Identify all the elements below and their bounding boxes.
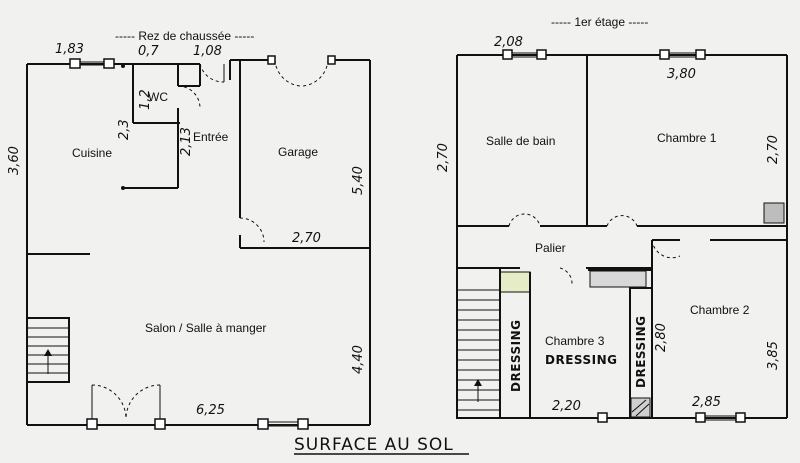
dim-2-20: 2,20 (552, 399, 581, 414)
room-label-chambre-3: Chambre 3 (545, 334, 605, 348)
dim-2-13: 2,13 (179, 127, 194, 156)
dim-1-83: 1,83 (55, 42, 84, 57)
dim-6-25: 6,25 (196, 403, 225, 418)
first-floor-plan: ----- 1er étage ----- (436, 15, 788, 423)
dim-4-40: 4,40 (351, 345, 366, 374)
room-label-wc: WC (148, 90, 168, 104)
room-label-entree: Entrée (193, 130, 229, 144)
dim-2-70-left: 2,70 (436, 143, 451, 172)
first-floor-heading: ----- 1er étage ----- (551, 15, 648, 29)
dim-1-2: 1,2 (138, 89, 153, 110)
dim-3-60: 3,60 (7, 146, 22, 175)
dim-3-80: 3,80 (667, 67, 696, 82)
room-label-chambre-1: Chambre 1 (657, 131, 717, 145)
room-label-salon: Salon / Salle à manger (145, 321, 266, 335)
plan-title: SURFACE AU SOL (294, 435, 454, 455)
dim-2-80: 2,80 (654, 323, 669, 352)
dim-5-40: 5,40 (351, 166, 366, 195)
room-label-palier: Palier (535, 241, 566, 255)
ground-floor-plan: ----- Rez de chaussée ----- (7, 29, 371, 430)
room-label-cuisine: Cuisine (72, 146, 112, 160)
dim-1-08: 1,08 (193, 44, 222, 59)
dim-2-85: 2,85 (692, 395, 721, 410)
dim-2-3: 2,3 (117, 119, 132, 140)
dim-2-08: 2,08 (494, 35, 523, 50)
dim-0-7: 0,7 (138, 44, 159, 59)
dressing-right-label: DRESSING (634, 315, 648, 388)
dim-2-70-right: 2,70 (766, 135, 781, 164)
dressing-left-label: DRESSING (509, 319, 523, 392)
dim-2-70-garage: 2,70 (292, 231, 321, 246)
room-label-chambre-2: Chambre 2 (690, 303, 750, 317)
dim-3-85: 3,85 (766, 341, 781, 370)
room-label-garage: Garage (278, 145, 318, 159)
room-label-dressing: DRESSING (545, 353, 618, 367)
ground-floor-heading: ----- Rez de chaussée ----- (115, 29, 254, 43)
room-label-salle-de-bain: Salle de bain (486, 134, 555, 148)
